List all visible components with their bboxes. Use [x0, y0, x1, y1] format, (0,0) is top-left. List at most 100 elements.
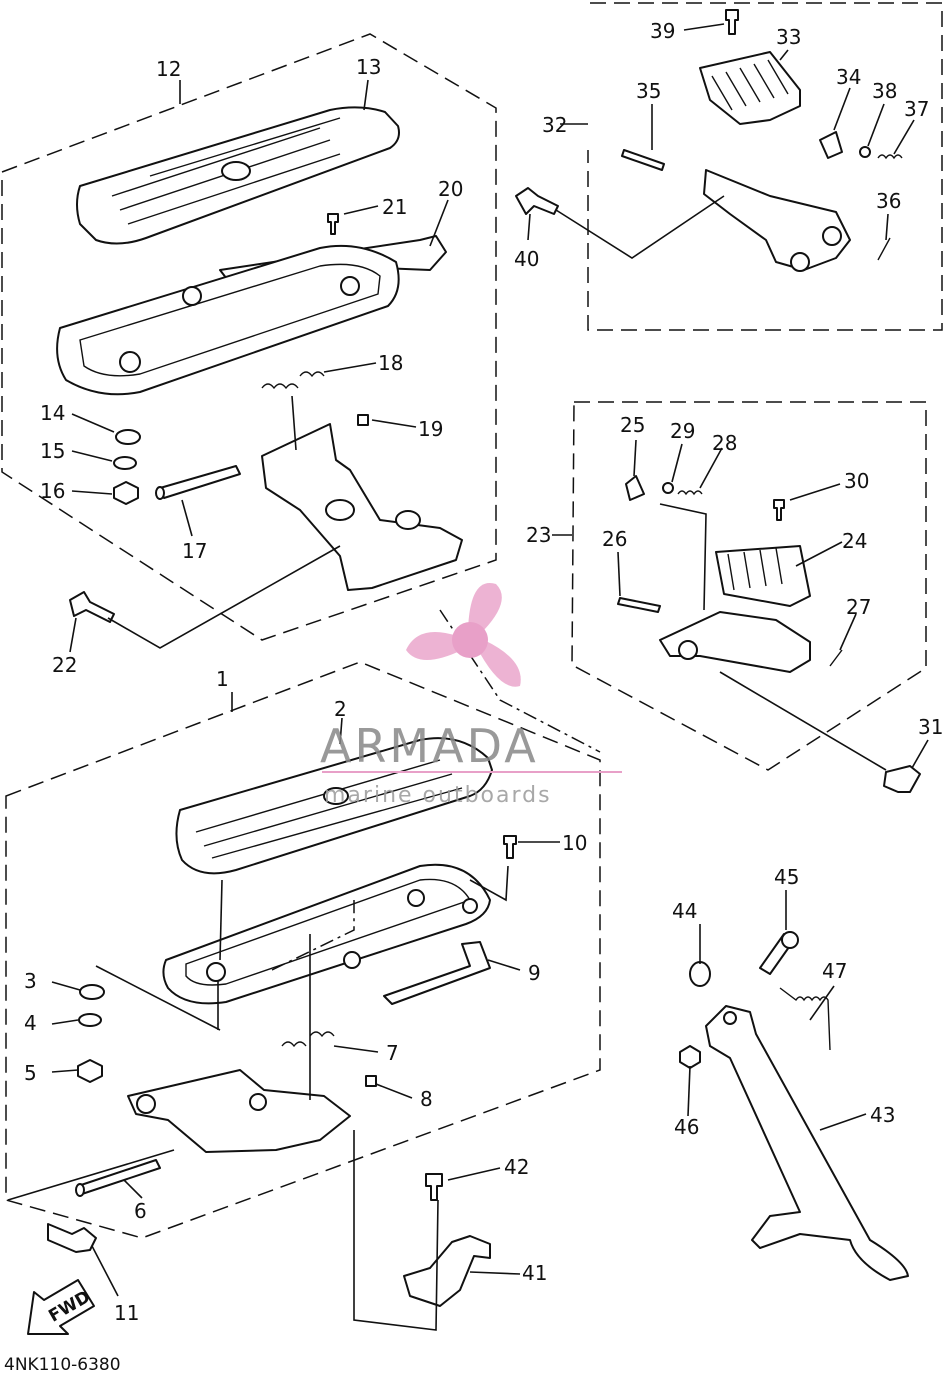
part-13-floorboard-mat — [76, 106, 400, 245]
callout-36: 36 — [876, 189, 901, 213]
part-11-bolt — [47, 1223, 97, 1253]
callout-5: 5 — [24, 1061, 37, 1085]
callout-14: 14 — [40, 401, 65, 425]
part-5-nut — [77, 1059, 103, 1083]
part-35-pin — [621, 149, 665, 171]
callout-47: 47 — [822, 959, 847, 983]
part-33-footpeg-rubber — [699, 51, 801, 125]
watermark-tagline: marine outboards — [324, 783, 552, 808]
callout-8: 8 — [420, 1087, 433, 1111]
callout-27: 27 — [846, 595, 871, 619]
part-31-bolt — [883, 765, 921, 793]
callout-9: 9 — [528, 961, 541, 985]
part-6-pivot-pin — [75, 1159, 161, 1197]
callout-22: 22 — [52, 653, 77, 677]
callout-20: 20 — [438, 177, 463, 201]
forward-direction-arrow: FWD — [27, 1279, 95, 1335]
callout-33: 33 — [776, 25, 801, 49]
group-23-frame — [571, 401, 927, 771]
callout-13: 13 — [356, 55, 381, 79]
part-floorboard-bracket-upper — [261, 423, 463, 591]
callout-23: 23 — [526, 523, 551, 547]
part-18-spring — [261, 371, 325, 390]
part-46-nut — [679, 1045, 701, 1069]
part-19-collar — [357, 414, 369, 426]
callout-32: 32 — [542, 113, 567, 137]
callout-26: 26 — [602, 527, 627, 551]
part-7-spring — [281, 1031, 335, 1048]
part-footpeg-front — [659, 611, 811, 673]
callout-31: 31 — [918, 715, 943, 739]
callout-28: 28 — [712, 431, 737, 455]
propeller-logo-icon — [406, 582, 521, 687]
callout-42: 42 — [504, 1155, 529, 1179]
callout-29: 29 — [670, 419, 695, 443]
callout-21: 21 — [382, 195, 407, 219]
callout-24: 24 — [842, 529, 867, 553]
part-40-bolt — [515, 187, 559, 215]
part-14-washer — [115, 429, 141, 445]
callout-12: 12 — [156, 57, 181, 81]
callout-19: 19 — [418, 417, 443, 441]
part-44-collar — [689, 961, 711, 987]
callout-39: 39 — [650, 19, 675, 43]
callout-40: 40 — [514, 247, 539, 271]
callout-7: 7 — [386, 1041, 399, 1065]
callout-37: 37 — [904, 97, 929, 121]
callout-25: 25 — [620, 413, 645, 437]
part-floorboard-frame-lower — [162, 863, 491, 1005]
part-15-washer — [113, 456, 137, 470]
watermark-brand: ARMADA — [320, 719, 539, 773]
part-floorboard-frame-upper — [56, 244, 400, 396]
part-9-bracket — [383, 941, 491, 1005]
callout-17: 17 — [182, 539, 207, 563]
part-26-pin — [617, 597, 661, 613]
callout-41: 41 — [522, 1261, 547, 1285]
callout-30: 30 — [844, 469, 869, 493]
callout-4: 4 — [24, 1011, 37, 1035]
part-34-damper — [819, 131, 843, 159]
callout-43: 43 — [870, 1103, 895, 1127]
part-24-footpeg-rubber — [715, 545, 811, 607]
part-17-pivot-pin — [155, 465, 241, 500]
part-36-clip — [877, 237, 891, 261]
part-43-sidestand — [705, 1005, 909, 1281]
part-39-screw — [725, 9, 739, 35]
part-41-shift-bracket — [403, 1235, 491, 1307]
part-16-nut — [113, 481, 139, 505]
callout-34: 34 — [836, 65, 861, 89]
callout-45: 45 — [774, 865, 799, 889]
part-footpeg-rear — [703, 169, 851, 272]
part-42-bolt — [425, 1173, 443, 1201]
callout-10: 10 — [562, 831, 587, 855]
part-30-screw — [773, 499, 785, 521]
part-22-bolt — [69, 591, 115, 623]
group-32-frame — [587, 2, 943, 331]
callout-6: 6 — [134, 1199, 147, 1223]
callout-46: 46 — [674, 1115, 699, 1139]
part-floorboard-bracket-lower — [127, 1069, 351, 1153]
part-3-washer — [79, 984, 105, 1000]
watermark: ARMADA marine outboards — [320, 582, 622, 808]
part-45-bolt — [759, 931, 799, 975]
part-37-spring — [877, 154, 903, 160]
part-28-spring — [677, 490, 703, 496]
callout-11: 11 — [114, 1301, 139, 1325]
callout-1: 1 — [216, 667, 229, 691]
diagram-code: 4NK110-6380 — [4, 1355, 121, 1375]
part-10-screw — [503, 835, 517, 859]
callout-35: 35 — [636, 79, 661, 103]
part-8-collar — [365, 1075, 377, 1087]
part-29-ball — [662, 482, 674, 494]
part-38-ball — [859, 146, 871, 158]
callout-3: 3 — [24, 969, 37, 993]
callout-numbers: 1 2 3 4 5 6 7 8 9 10 11 12 13 14 15 16 1… — [24, 19, 943, 1325]
callout-2: 2 — [334, 697, 347, 721]
callout-15: 15 — [40, 439, 65, 463]
callout-44: 44 — [672, 899, 697, 923]
part-21-screw — [327, 213, 339, 235]
part-4-washer — [78, 1013, 102, 1027]
part-47-spring — [779, 987, 831, 1051]
leader-lines — [7, 23, 929, 1331]
